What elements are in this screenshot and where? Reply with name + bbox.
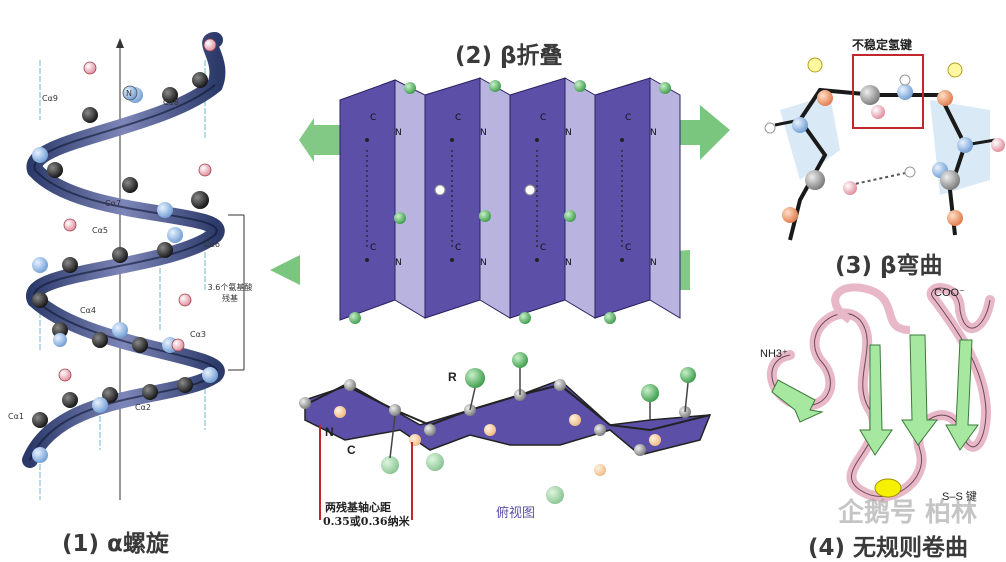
helix-n-label: N xyxy=(126,89,132,98)
coo-label: COO⁻ xyxy=(934,287,965,299)
helix-ca2-label: Cα2 xyxy=(135,403,151,412)
svg-text:N: N xyxy=(480,128,487,138)
helix-ca7-label: Cα7 xyxy=(105,199,121,208)
svg-text:C: C xyxy=(455,113,461,123)
helix-ca8-label: Cα8 xyxy=(163,98,179,107)
ss-bond-label: S–S 键 xyxy=(942,491,977,503)
helix-ca9-label: Cα9 xyxy=(42,94,58,103)
helix-ca3-label: Cα3 xyxy=(190,330,206,339)
caption-beta-turn: (3) β弯曲 xyxy=(835,253,943,279)
beta-c-label: C xyxy=(347,443,356,457)
beta-distance-label-1: 两残基轴心距 xyxy=(325,501,391,514)
beta-r-label: R xyxy=(448,370,457,384)
svg-text:N: N xyxy=(565,258,572,268)
unstable-hbond-label: 不稳定氢键 xyxy=(852,38,913,52)
caption-alpha-helix: (1) α螺旋 xyxy=(62,531,169,557)
svg-text:N: N xyxy=(650,128,657,138)
random-coil-diagram xyxy=(767,283,995,502)
svg-text:C: C xyxy=(455,243,461,253)
svg-text:N: N xyxy=(395,258,402,268)
svg-text:C: C xyxy=(540,243,546,253)
beta-distance-label-2: 0.35或0.36纳米 xyxy=(323,515,410,528)
beta-n-label: N xyxy=(325,425,334,439)
alpha-helix-diagram xyxy=(22,32,245,500)
svg-text:C: C xyxy=(540,113,546,123)
watermark-text: 企鹅号 柏林 xyxy=(838,498,978,528)
helix-rise-label: 3.6个氨基酸残基 xyxy=(207,283,253,303)
svg-text:C: C xyxy=(370,243,376,253)
helix-ca4-label: Cα4 xyxy=(80,306,96,315)
caption-beta-sheet: (2) β折叠 xyxy=(455,43,563,69)
svg-text:N: N xyxy=(565,128,572,138)
helix-ca6-label: Cα6 xyxy=(204,240,220,249)
svg-text:N: N xyxy=(480,258,487,268)
helix-ca5-label: Cα5 xyxy=(92,226,108,235)
caption-random-coil: (4) 无规则卷曲 xyxy=(808,535,969,561)
svg-text:N: N xyxy=(395,128,402,138)
nh3-label: NH3⁺ xyxy=(760,348,788,360)
svg-text:C: C xyxy=(370,113,376,123)
svg-text:N: N xyxy=(650,258,657,268)
svg-text:C: C xyxy=(625,113,631,123)
beta-turn-diagram xyxy=(764,54,1005,241)
beta-top-view-label: 俯视图 xyxy=(496,506,536,521)
svg-text:C: C xyxy=(625,243,631,253)
helix-ca1-label: Cα1 xyxy=(8,412,24,421)
